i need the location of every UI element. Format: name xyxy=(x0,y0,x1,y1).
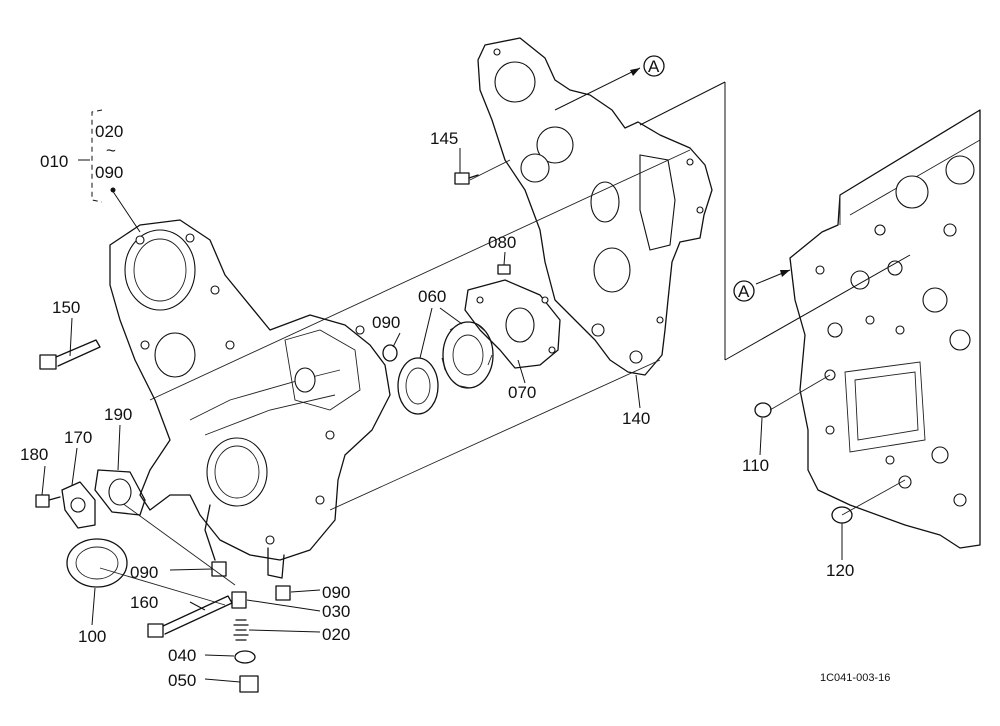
gasket-plate-140 xyxy=(477,37,713,376)
label-090-range: 090 xyxy=(95,163,123,182)
label-180: 180 xyxy=(20,445,48,464)
oil-seal-100 xyxy=(66,538,128,588)
label-090-plug: 090 xyxy=(372,313,400,332)
label-ref-a-block: A xyxy=(738,282,750,301)
relief-valve-parts xyxy=(231,591,259,693)
bolt-150 xyxy=(39,339,101,370)
callout-labels: 020 ~ 090 010 145 150 090 080 060 070 14… xyxy=(20,57,890,690)
label-190: 190 xyxy=(104,405,132,424)
label-010: 010 xyxy=(40,152,68,171)
label-060: 060 xyxy=(418,287,446,306)
leader-lines xyxy=(41,148,843,683)
pump-cover-070 xyxy=(464,279,561,369)
label-090-right: 090 xyxy=(322,583,350,602)
o-rings xyxy=(754,402,853,524)
label-ref-a-top: A xyxy=(648,57,660,76)
flange-170 xyxy=(61,481,96,529)
label-030: 030 xyxy=(322,602,350,621)
label-020-spring: 020 xyxy=(322,625,350,644)
label-145: 145 xyxy=(430,129,458,148)
range-bracket-010 xyxy=(78,109,116,203)
gasket-190 xyxy=(94,469,146,516)
reference-a-markers xyxy=(643,55,755,302)
label-070: 070 xyxy=(508,383,536,402)
oil-pump-gears-060 xyxy=(397,321,494,415)
cylinder-block xyxy=(789,109,981,549)
screw-080 xyxy=(497,264,511,275)
label-120: 120 xyxy=(826,561,854,580)
reference-lines xyxy=(554,67,911,361)
label-090-left: 090 xyxy=(130,563,158,582)
label-080: 080 xyxy=(488,233,516,252)
gear-case xyxy=(109,219,391,579)
figure-code: 1C041-003-16 xyxy=(820,672,890,684)
label-170: 170 xyxy=(64,428,92,447)
label-050: 050 xyxy=(168,671,196,690)
label-140: 140 xyxy=(622,409,650,428)
bolt-160 xyxy=(147,595,233,638)
plugs-090-lower xyxy=(211,561,291,601)
label-160: 160 xyxy=(130,593,158,612)
label-020-range: 020 xyxy=(95,122,123,141)
bolt-180 xyxy=(35,494,61,508)
label-040: 040 xyxy=(168,646,196,665)
bolt-145 xyxy=(454,172,479,185)
label-110: 110 xyxy=(742,456,769,475)
label-100: 100 xyxy=(78,627,106,646)
plug-090 xyxy=(382,344,398,362)
label-150: 150 xyxy=(52,298,80,317)
alignment-lines xyxy=(99,149,906,606)
label-tilde: ~ xyxy=(106,141,116,160)
